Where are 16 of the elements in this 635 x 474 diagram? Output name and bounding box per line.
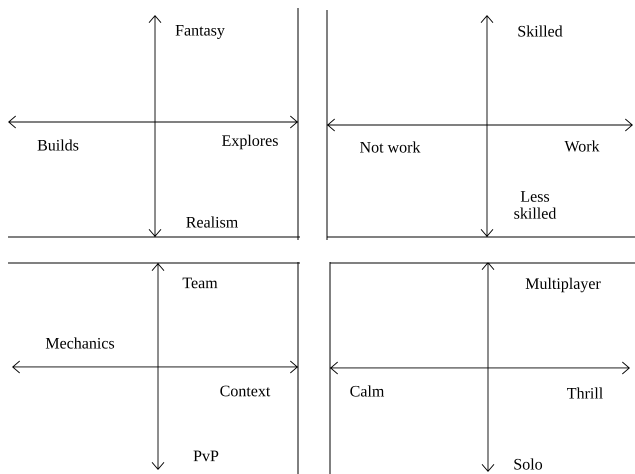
axis-label: Multiplayer [526,278,601,292]
axis-label: Solo [514,458,542,470]
axis-label: Less skilled [514,191,556,219]
axis-label: Fantasy [176,25,225,39]
axis-label: Realism [186,216,238,228]
axis-label: Explores [222,134,278,150]
axis-label: Calm [350,385,384,397]
axis-label: Not work [360,141,420,153]
axis-label: Builds [38,139,78,151]
axis-label: Thrill [567,387,603,399]
axis-label: Skilled [518,25,562,37]
axis-label: Context [220,386,270,396]
axis-label: Work [564,140,600,152]
axis-label: Mechanics [46,337,114,349]
axis-label: Team [182,278,218,288]
axis-label: PvP [194,450,218,462]
